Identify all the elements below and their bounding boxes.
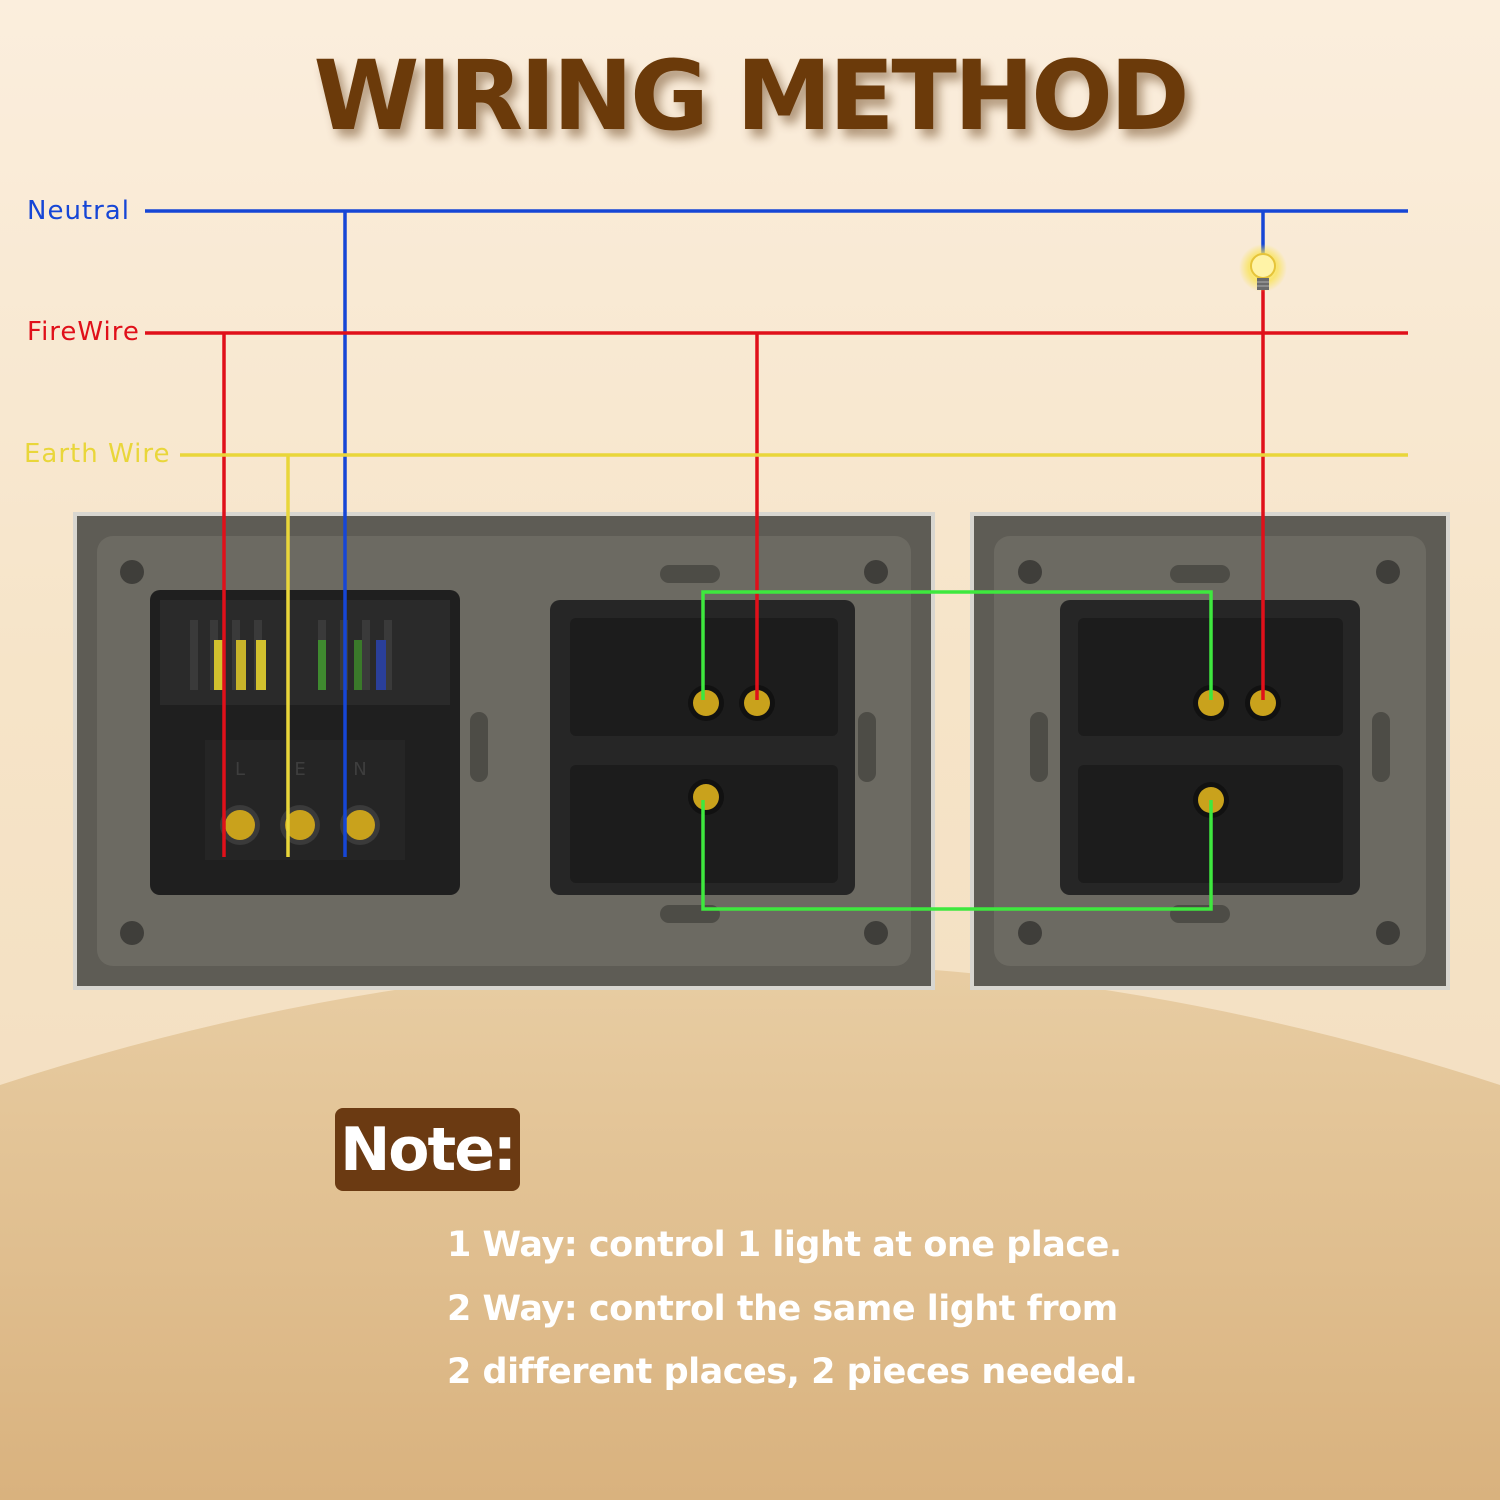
switch-module-left	[550, 600, 855, 895]
traveller-wire	[701, 590, 1213, 911]
note-line-3: 2 different places, 2 pieces needed.	[447, 1352, 1138, 1392]
socket-module: L E N	[150, 590, 460, 895]
terminal-letter-e: E	[294, 759, 305, 780]
light-bulb-icon	[1239, 244, 1287, 292]
earth-wire	[180, 453, 1408, 857]
note-line-2: 2 Way: control the same light from	[447, 1289, 1118, 1329]
note-badge: Note:	[335, 1108, 520, 1191]
switch-module-right	[1060, 600, 1360, 895]
earth-wire-label: Earth Wire	[24, 439, 171, 469]
neutral-label: Neutral	[27, 196, 130, 226]
background-mound	[0, 962, 1500, 1500]
page-title: WIRING METHOD	[313, 40, 1189, 152]
note-line-1: 1 Way: control 1 light at one place.	[447, 1225, 1122, 1265]
fire-wire	[145, 290, 1408, 857]
terminal-letter-n: N	[353, 759, 366, 780]
terminal-letter-l: L	[235, 759, 245, 780]
firewire-label: FireWire	[27, 317, 140, 347]
